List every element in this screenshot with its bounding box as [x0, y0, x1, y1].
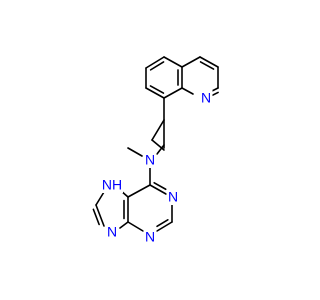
double-bond	[156, 219, 169, 228]
bond	[145, 87, 165, 99]
atom-label-background	[101, 177, 123, 193]
double-bond	[92, 208, 100, 226]
atom-label-nh-imidazole: NH	[102, 177, 122, 193]
double-bond	[199, 61, 215, 70]
methyl-bond	[127, 147, 143, 157]
atom-label-n-imidazole-2: N	[107, 224, 117, 240]
atom-label-background	[199, 90, 213, 106]
bond	[181, 56, 201, 68]
molecule-diagram: N N NH N N N	[92, 56, 219, 245]
bond	[163, 56, 183, 68]
bond	[163, 87, 183, 99]
atom-label-n-pyrimidine-3: N	[145, 229, 155, 245]
structure-canvas: N N NH N N N	[92, 56, 219, 245]
bond	[127, 184, 151, 198]
bond	[156, 144, 165, 155]
double-bond	[149, 85, 165, 94]
bond	[127, 221, 144, 232]
bond	[149, 184, 167, 195]
bond	[145, 56, 165, 69]
atom-label-n-amine: N	[145, 152, 155, 168]
double-bond	[149, 61, 165, 71]
bond	[199, 56, 219, 68]
atom-label-background	[166, 189, 180, 205]
bond	[151, 119, 165, 141]
atom-label-background	[143, 152, 157, 168]
atom-label-background	[143, 229, 157, 245]
atom-label-n-quinoline: N	[201, 90, 211, 106]
atom-label-background	[105, 224, 119, 240]
bond	[95, 204, 105, 227]
bond	[181, 87, 194, 95]
atom-label-n-pyrimidine-1: N	[168, 189, 178, 205]
bond	[119, 221, 129, 229]
bond	[95, 191, 105, 206]
bond	[156, 221, 173, 232]
double-bond	[153, 181, 167, 191]
